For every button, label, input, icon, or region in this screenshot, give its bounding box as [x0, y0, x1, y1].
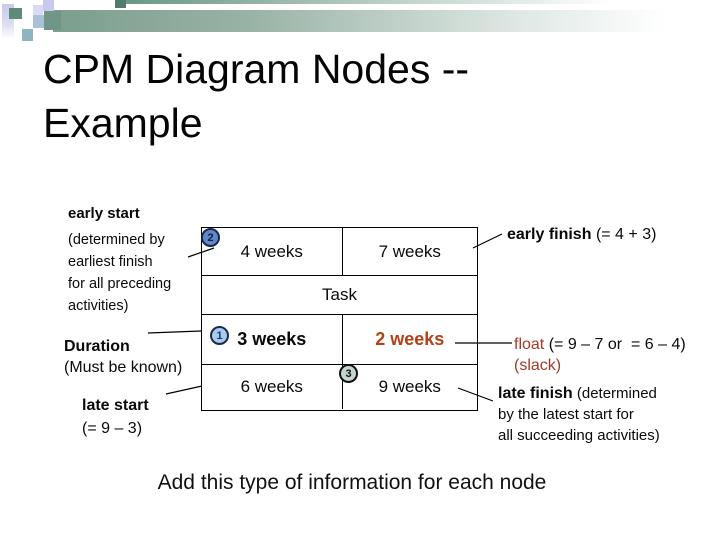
deco-square-green	[9, 8, 22, 19]
deco-top-strip	[115, 0, 700, 4]
annotation-late-finish: late finish (determined by the latest st…	[498, 383, 660, 446]
annotation-float: float (= 9 – 7 or = 6 – 4) (slack)	[514, 334, 686, 376]
marker-circle-2-icon: 2	[201, 228, 220, 247]
slack-label: (slack)	[514, 357, 562, 374]
early-start-label: early start	[68, 205, 140, 222]
deco-square-blue	[33, 15, 45, 28]
late-start-label: late start	[82, 397, 149, 414]
node-row-late: 6 weeks 9 weeks	[202, 365, 477, 409]
slide-title-line1: CPM Diagram Nodes --	[43, 46, 470, 92]
deco-accent-bar	[53, 10, 720, 32]
slide-title: CPM Diagram Nodes -- Example	[43, 42, 469, 150]
annotation-early-start: early start (determined by earliest fini…	[68, 203, 171, 317]
early-start-description: (determined by earliest finish for all p…	[68, 232, 172, 314]
cell-late-start: 6 weeks	[202, 365, 343, 409]
cell-early-finish: 7 weeks	[378, 241, 441, 261]
duration-description: (Must be known)	[64, 359, 183, 376]
cell-float: 2 weeks	[375, 329, 445, 349]
deco-square-green-2	[44, 11, 61, 30]
deco-square-lavender-1	[43, 0, 54, 11]
deco-square-lavender-2	[33, 5, 43, 16]
late-start-formula: (= 9 – 3)	[82, 420, 143, 437]
slide-title-line2: Example	[43, 100, 203, 146]
node-row-duration-float: 3 weeks 2 weeks	[202, 315, 477, 365]
node-row-task: Task	[202, 276, 477, 315]
late-finish-description-2: by the latest start for	[498, 406, 634, 423]
annotation-late-start: late start (= 9 – 3)	[82, 394, 149, 440]
footer-note: Add this type of information for each no…	[157, 471, 547, 494]
float-label: float	[514, 336, 545, 353]
late-finish-description-1: (determined	[576, 385, 657, 402]
late-finish-label: late finish	[498, 385, 573, 402]
early-finish-formula: (= 4 + 3)	[595, 226, 657, 243]
float-formula: (= 9 – 7 or = 6 – 4)	[548, 336, 686, 353]
annotation-duration: Duration (Must be known)	[64, 336, 182, 378]
duration-label: Duration	[64, 338, 130, 355]
late-finish-description-3: all succeeding activities)	[498, 427, 660, 444]
deco-square-bluegray	[22, 29, 33, 41]
cell-early-start: 4 weeks	[202, 228, 343, 275]
node-row-early: 4 weeks 7 weeks	[202, 228, 477, 276]
cell-duration: 3 weeks	[202, 315, 343, 364]
annotation-early-finish: early finish (= 4 + 3)	[507, 224, 656, 245]
cell-task: Task	[322, 285, 357, 304]
marker-circle-3-icon: 3	[339, 364, 358, 383]
cpm-node-table: 4 weeks 7 weeks Task 3 weeks 2 weeks 6 w…	[201, 227, 478, 411]
early-finish-label: early finish	[507, 226, 592, 243]
cell-late-finish: 9 weeks	[378, 377, 441, 396]
deco-square-dark-teal	[115, 0, 126, 8]
marker-circle-1-icon: 1	[210, 326, 229, 345]
